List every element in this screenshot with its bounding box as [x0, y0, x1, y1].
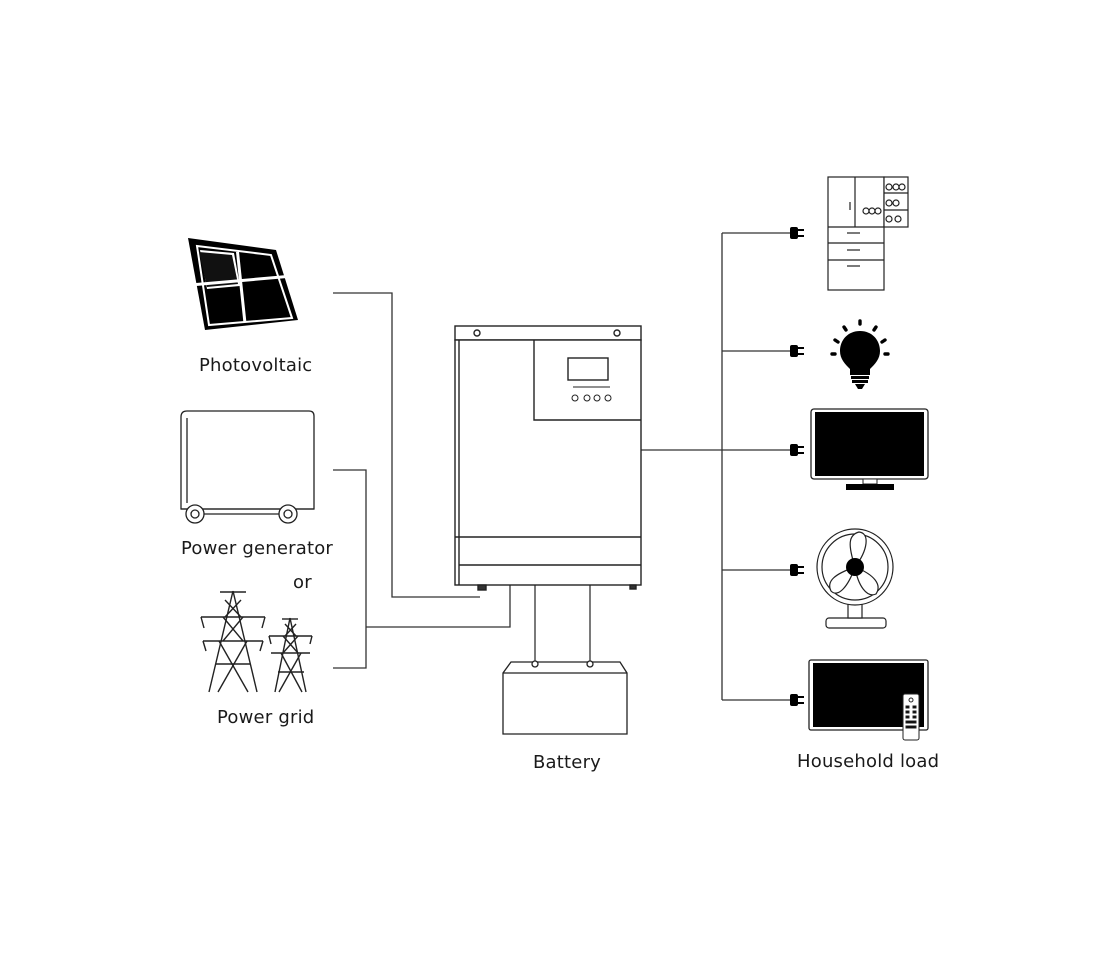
fan-icon — [816, 528, 894, 629]
plug-icon — [790, 227, 804, 239]
label-or: or — [293, 572, 312, 593]
plug-icon — [790, 564, 804, 576]
label-photovoltaic: Photovoltaic — [199, 355, 313, 376]
light-bulb-icon — [830, 319, 890, 389]
inverter-lcd-screen — [567, 357, 609, 381]
generator-icon — [180, 410, 315, 524]
label-battery: Battery — [533, 752, 602, 773]
grid-to-inverter-line — [366, 584, 511, 628]
remote-control-icon — [902, 693, 920, 741]
plug-icon — [790, 694, 804, 706]
fridge-icon — [827, 176, 909, 291]
inverter-device — [454, 325, 642, 591]
inverter-buttons — [571, 386, 612, 402]
plug-icon — [790, 444, 804, 456]
pv-to-inverter-line — [333, 292, 480, 598]
connection-lines — [333, 232, 790, 701]
power-tower-icon — [200, 590, 313, 693]
label-power-grid: Power grid — [217, 707, 315, 728]
label-household-load: Household load — [797, 751, 940, 772]
generator-to-inverter-line — [333, 469, 367, 669]
solar-panel-icon — [188, 238, 298, 330]
plug-icon — [790, 345, 804, 357]
label-power-generator: Power generator — [181, 538, 334, 559]
battery-icon — [502, 660, 628, 735]
monitor-icon — [810, 408, 929, 490]
